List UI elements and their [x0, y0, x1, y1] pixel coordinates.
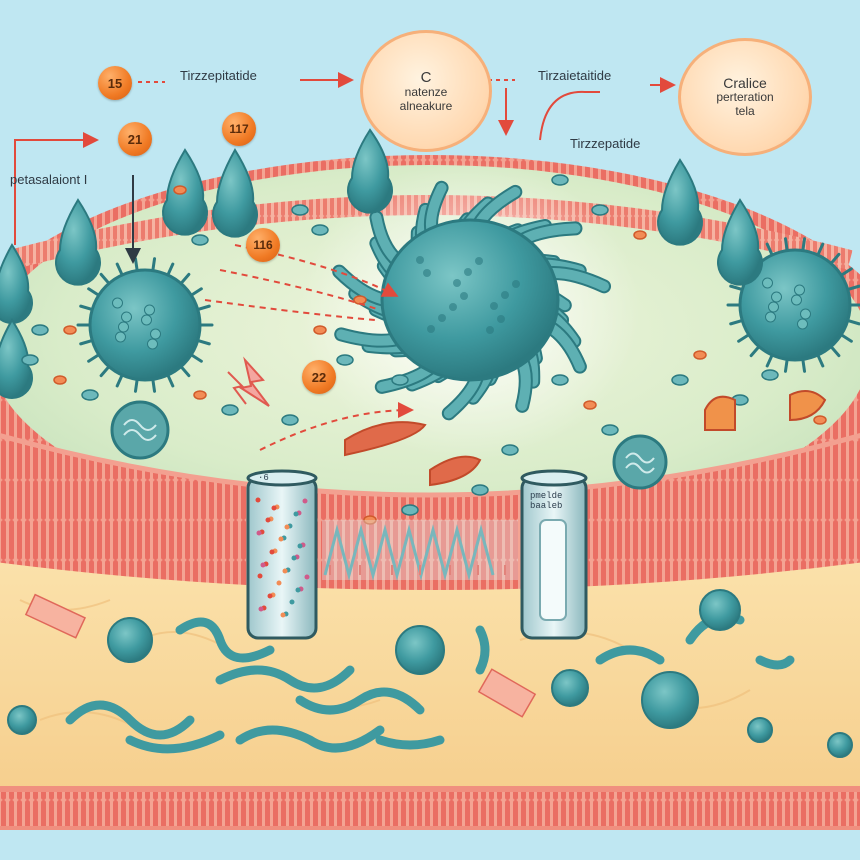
- label-tirzepatide-mid: Tirzzepatide: [570, 136, 641, 151]
- badge-116: 116: [246, 228, 280, 262]
- tube-left-label: ·6: [258, 473, 269, 483]
- label-tirzepatide-top-right: Tirzaietaitide: [538, 68, 612, 83]
- organelles: [110, 400, 668, 490]
- tissue-stripes: [24, 593, 537, 718]
- membrane-channels: [323, 524, 506, 581]
- label-left-suffix: I: [83, 172, 88, 187]
- badge-117: 117: [222, 112, 256, 146]
- bubble-left-line3: alneakure: [399, 98, 453, 113]
- bubble-left-line1: C: [420, 68, 432, 86]
- label-left-process: petasalaiont I: [10, 172, 87, 187]
- flow-arrows: [14, 72, 676, 245]
- basement-membrane: [0, 790, 860, 828]
- bubble-right-line3: tela: [735, 104, 755, 119]
- badge-22: 22: [302, 360, 336, 394]
- membrane-front: [0, 435, 860, 590]
- tissue-filaments: [65, 613, 795, 754]
- bubble-left-line2: natenze: [404, 84, 448, 99]
- left-spiky-cell: [76, 257, 214, 393]
- tube-right-label-line1: pmelde: [530, 491, 563, 501]
- left-test-tube: [246, 469, 318, 640]
- scattered-particles: [21, 174, 827, 525]
- label-left-text: petasalaiont: [10, 172, 81, 187]
- bubble-right: Cralice perteration tela: [678, 38, 812, 156]
- peptide-fragments: [344, 390, 827, 487]
- tube-right-label-line2: baaleb: [530, 500, 563, 511]
- right-test-tube: [520, 469, 588, 640]
- tube-right-label: pmelde baaleb: [530, 491, 563, 512]
- central-receptor-cell: [332, 180, 612, 421]
- badge-15: 15: [98, 66, 132, 100]
- bubble-left: C natenze alneakure: [360, 30, 492, 152]
- tissue-spheres: [7, 589, 853, 758]
- bubble-right-line2: perteration: [716, 90, 774, 105]
- signal-bolt: [238, 356, 270, 407]
- right-spiky-cell: [726, 237, 860, 373]
- bubble-right-line1: Cralice: [723, 75, 767, 92]
- label-tirzepatide-top: Tirzzepitatide: [180, 68, 257, 83]
- badge-21: 21: [118, 122, 152, 156]
